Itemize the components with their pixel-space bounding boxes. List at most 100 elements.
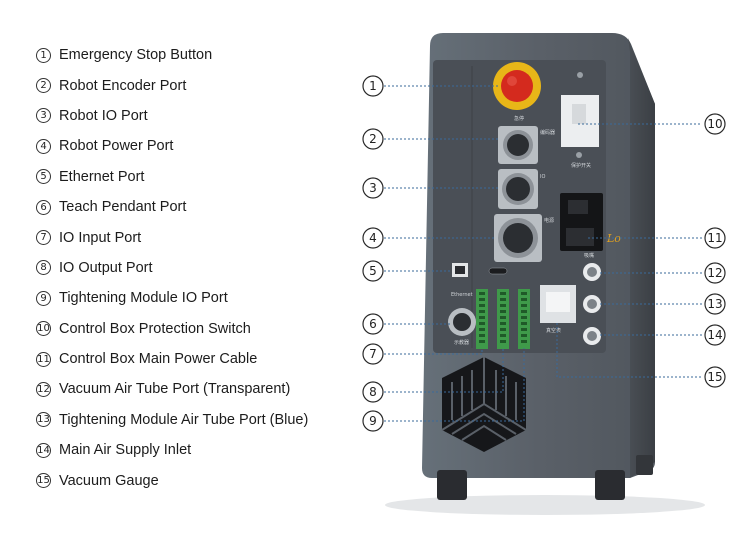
terminal-slot <box>521 298 527 301</box>
legend-label: Control Box Main Power Cable <box>59 351 258 368</box>
ethernet-port[interactable] <box>452 263 468 277</box>
legend-number: 8 <box>36 260 51 276</box>
terminal-slots <box>479 292 527 343</box>
legend-number: 6 <box>36 199 51 215</box>
teach-pendant-port[interactable] <box>448 308 476 336</box>
screw-top-icon <box>577 72 583 78</box>
tightening-air-tube-port[interactable] <box>583 295 601 313</box>
control-box-protection-switch[interactable] <box>561 95 599 147</box>
terminal-slot <box>521 292 527 295</box>
callout-13: 13 <box>704 293 726 315</box>
label-pendant: 示教器 <box>454 339 469 346</box>
terminal-slot <box>521 304 527 307</box>
legend-label: Main Air Supply Inlet <box>59 442 192 459</box>
terminal-slot <box>500 298 506 301</box>
legend-number: 10 <box>36 321 51 337</box>
label-encoder: 编码器 <box>540 129 555 136</box>
terminal-slot <box>479 334 485 337</box>
callout-number: 14 <box>707 328 722 342</box>
callout-number: 9 <box>369 414 377 428</box>
legend-item: 13 Tightening Module Air Tube Port (Blue) <box>36 405 308 435</box>
callout-number: 5 <box>369 264 377 278</box>
legend-number: 13 <box>36 412 51 428</box>
legend-label: Tightening Module Air Tube Port (Blue) <box>59 411 309 428</box>
callout-number: 7 <box>369 347 377 361</box>
terminal-slot <box>521 334 527 337</box>
legend-number: 9 <box>36 290 51 306</box>
label-protection: 保护开关 <box>571 162 591 169</box>
callout-10: 10 <box>704 113 726 135</box>
legend-label: Robot IO Port <box>59 107 148 124</box>
legend-number: 1 <box>36 47 51 63</box>
legend-label: Ethernet Port <box>59 168 145 185</box>
legend-label: IO Output Port <box>59 259 153 276</box>
callout-15: 15 <box>704 366 726 388</box>
vacuum-gauge[interactable] <box>540 285 576 323</box>
terminal-slot <box>479 316 485 319</box>
callout-number: 10 <box>707 117 722 131</box>
terminal-slot <box>521 328 527 331</box>
callout-12: 12 <box>704 262 726 284</box>
legend-number: 7 <box>36 230 51 246</box>
terminal-slot <box>479 292 485 295</box>
fan-grille <box>441 357 527 452</box>
protection-indicator-icon <box>576 152 582 158</box>
legend-number: 2 <box>36 78 51 94</box>
legend-item: 3 Robot IO Port <box>36 101 308 131</box>
emergency-stop-button[interactable] <box>493 62 541 110</box>
terminal-slot <box>500 316 506 319</box>
legend-label: Tightening Module IO Port <box>59 290 228 307</box>
legend-number: 11 <box>36 351 51 367</box>
terminal-slot <box>500 340 506 343</box>
usb-c-port[interactable] <box>488 267 508 275</box>
robot-power-port[interactable] <box>494 214 542 262</box>
foot-left <box>437 470 467 500</box>
callout-number: 8 <box>369 385 377 399</box>
floor-shadow <box>385 495 705 515</box>
legend-item: 5 Ethernet Port <box>36 162 308 192</box>
callout-number: 6 <box>369 317 377 331</box>
callout-number: 3 <box>369 181 377 195</box>
callout-3: 3 <box>362 177 384 199</box>
main-air-supply-inlet[interactable] <box>583 327 601 345</box>
terminal-slot <box>521 322 527 325</box>
callout-2: 2 <box>362 128 384 150</box>
terminal-slot <box>479 310 485 313</box>
legend-number: 12 <box>36 381 51 397</box>
callout-number: 1 <box>369 79 377 93</box>
terminal-slot <box>479 328 485 331</box>
legend-number: 3 <box>36 108 51 124</box>
robot-encoder-port[interactable] <box>498 126 538 164</box>
legend-item: 9 Tightening Module IO Port <box>36 283 308 313</box>
terminal-slot <box>500 292 506 295</box>
legend-number: 5 <box>36 169 51 185</box>
callout-1: 1 <box>362 75 384 97</box>
terminal-slot <box>479 304 485 307</box>
legend-number: 4 <box>36 138 51 154</box>
legend-item: 11 Control Box Main Power Cable <box>36 344 308 374</box>
legend-label: Vacuum Gauge <box>59 472 159 489</box>
terminal-slot <box>500 322 506 325</box>
label-gauge: 真空表 <box>546 327 561 334</box>
foot-back <box>636 455 653 475</box>
legend-label: Robot Encoder Port <box>59 77 187 94</box>
legend-item: 12 Vacuum Air Tube Port (Transparent) <box>36 374 308 404</box>
callout-8: 8 <box>362 381 384 403</box>
terminal-slot <box>500 304 506 307</box>
terminal-slot <box>500 334 506 337</box>
terminal-slot <box>521 340 527 343</box>
robot-io-port[interactable] <box>498 169 538 209</box>
vacuum-air-tube-port[interactable] <box>583 263 601 281</box>
terminal-slot <box>479 322 485 325</box>
main-power-inlet[interactable] <box>560 193 603 251</box>
legend-label: Vacuum Air Tube Port (Transparent) <box>59 381 291 398</box>
label-estop: 急停 <box>514 115 524 122</box>
callout-7: 7 <box>362 343 384 365</box>
terminal-slot <box>500 310 506 313</box>
